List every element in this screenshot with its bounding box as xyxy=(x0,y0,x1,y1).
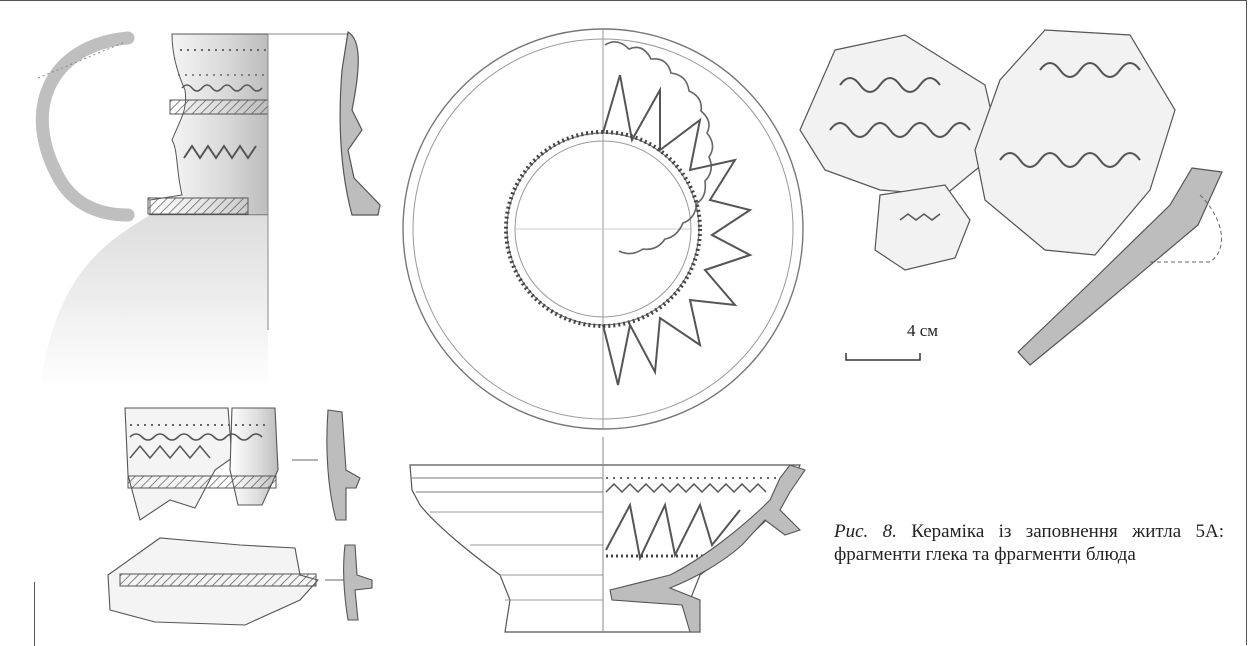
caption-text: Кераміка із заповнення житла 5А: фрагмен… xyxy=(834,521,1225,565)
scale-label: 4 см xyxy=(907,321,939,340)
frame-left-rule xyxy=(34,582,35,646)
rim-fragments xyxy=(107,407,373,626)
figure-caption: Рис. 8. Кераміка із заповнення житла 5А:… xyxy=(834,520,1224,566)
caption-label: Рис. 8. xyxy=(834,521,897,542)
dish-profile xyxy=(409,437,806,633)
scale-bar xyxy=(845,353,921,361)
dish-plan-view xyxy=(402,28,804,430)
sherd-fragments xyxy=(799,29,1223,366)
jug-drawing xyxy=(35,31,381,390)
